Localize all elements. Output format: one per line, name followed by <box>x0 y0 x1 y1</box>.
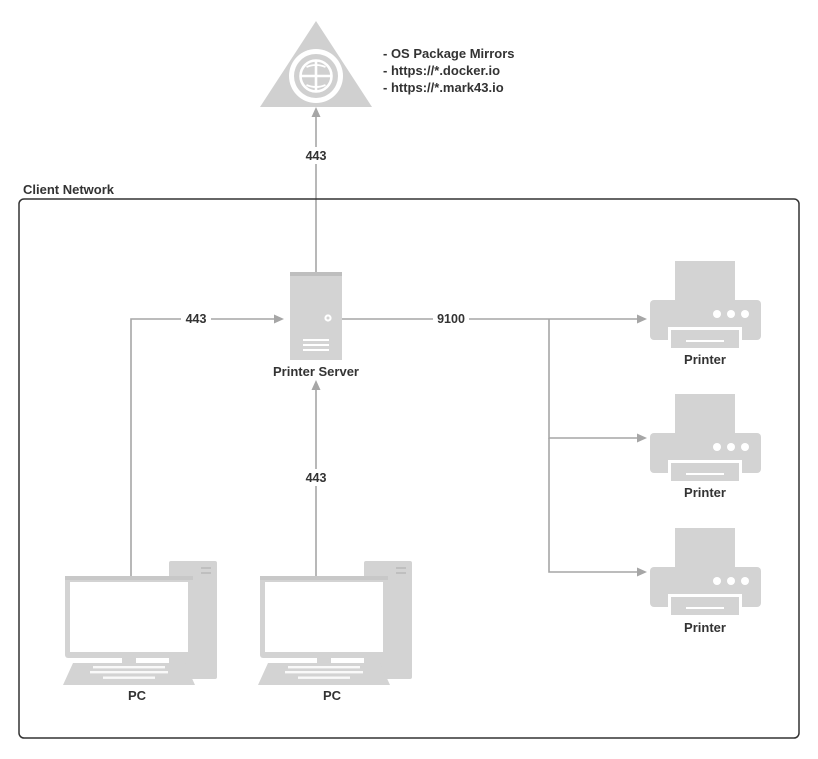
pc-label: PC <box>323 688 342 703</box>
printer-label: Printer <box>684 352 726 367</box>
edge-label-pc2-server: 443 <box>301 469 331 486</box>
port-label: 9100 <box>437 312 465 326</box>
client-network-label: Client Network <box>23 182 115 197</box>
pc-label: PC <box>128 688 147 703</box>
edge-pc1-server <box>130 318 275 576</box>
port-label: 443 <box>186 312 207 326</box>
arrowhead <box>637 433 647 443</box>
edge-branch-printer-2 <box>548 319 638 439</box>
printer-1: Printer <box>650 261 761 367</box>
edge-label-pc1-server: 443 <box>181 310 211 327</box>
arrowhead <box>274 314 284 324</box>
printer-icon <box>650 261 761 351</box>
arrowhead <box>311 107 321 117</box>
pc-1: PC <box>63 561 217 703</box>
arrowhead <box>637 567 647 577</box>
server-tower-icon <box>290 272 342 360</box>
pc-2: PC <box>258 561 412 703</box>
client-network-container <box>18 198 800 739</box>
printer-icon <box>650 394 761 484</box>
connectors <box>130 107 647 577</box>
edge-branch-printer-3 <box>548 438 638 573</box>
internet-triangle-globe-icon <box>260 21 372 107</box>
printer-label: Printer <box>684 485 726 500</box>
printer-server-label: Printer Server <box>273 364 359 379</box>
destination-item: - https://*.mark43.io <box>383 80 504 95</box>
edge-label-server-internet: 443 <box>301 147 331 164</box>
arrowhead <box>637 314 647 324</box>
edge-label-server-printers: 9100 <box>433 310 469 327</box>
desktop-computer-icon <box>258 561 412 685</box>
desktop-computer-icon <box>63 561 217 685</box>
port-label: 443 <box>306 149 327 163</box>
printer-2: Printer <box>650 394 761 500</box>
printer-label: Printer <box>684 620 726 635</box>
printer-3: Printer <box>650 528 761 635</box>
arrowhead <box>311 380 321 390</box>
port-label: 443 <box>306 471 327 485</box>
printer-icon <box>650 528 761 618</box>
destination-item: - https://*.docker.io <box>383 63 500 78</box>
internet-destinations-list: - OS Package Mirrors - https://*.docker.… <box>383 46 515 95</box>
destination-item: - OS Package Mirrors <box>383 46 515 61</box>
